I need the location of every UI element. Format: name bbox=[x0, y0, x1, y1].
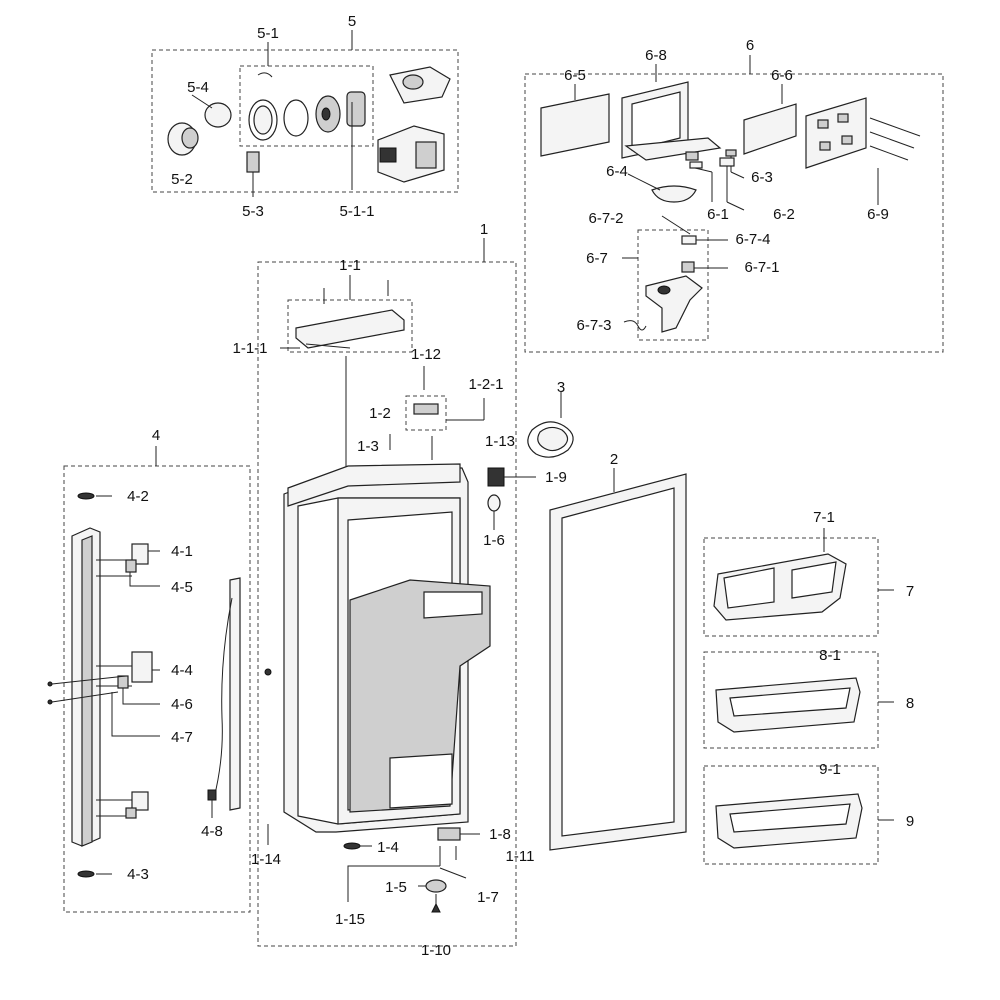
label-4-4: 4-4 bbox=[171, 662, 193, 679]
label-5-1-1: 5-1-1 bbox=[339, 203, 374, 220]
label-6-9: 6-9 bbox=[867, 206, 889, 223]
label-6-2: 6-2 bbox=[773, 206, 795, 223]
label-1-3: 1-3 bbox=[357, 438, 379, 455]
label-3: 3 bbox=[557, 379, 565, 396]
label-6-7-3: 6-7-3 bbox=[576, 317, 611, 334]
label-9-1: 9-1 bbox=[819, 761, 841, 778]
label-1-7: 1-7 bbox=[477, 889, 499, 906]
label-1-11: 1-11 bbox=[506, 848, 535, 865]
label-1-6: 1-6 bbox=[483, 532, 505, 549]
group-5-ice-maker-motor bbox=[151, 30, 459, 197]
label-1-2-1: 1-2-1 bbox=[468, 376, 503, 393]
label-6-7-1: 6-7-1 bbox=[744, 259, 779, 276]
label-6-3: 6-3 bbox=[751, 169, 773, 186]
label-1-4: 1-4 bbox=[377, 839, 399, 856]
label-6-4: 6-4 bbox=[606, 163, 628, 180]
label-4-8: 4-8 bbox=[201, 823, 223, 840]
label-1-8: 1-8 bbox=[489, 826, 511, 843]
label-5-3: 5-3 bbox=[242, 203, 264, 220]
label-4-6: 4-6 bbox=[171, 696, 193, 713]
label-6-7-4: 6-7-4 bbox=[735, 231, 770, 248]
label-4-1: 4-1 bbox=[171, 543, 193, 560]
label-1-14: 1-14 bbox=[251, 851, 281, 868]
group-7-door-bin bbox=[703, 528, 894, 637]
label-1-2: 1-2 bbox=[369, 405, 391, 422]
label-4-7: 4-7 bbox=[171, 729, 193, 746]
part-2-door-gasket bbox=[549, 468, 687, 851]
label-1-1-1: 1-1-1 bbox=[232, 340, 267, 357]
label-6-5: 6-5 bbox=[564, 67, 586, 84]
label-8: 8 bbox=[906, 695, 914, 712]
label-6-1: 6-1 bbox=[707, 206, 729, 223]
label-5: 5 bbox=[348, 13, 356, 30]
label-6-7-2: 6-7-2 bbox=[588, 210, 623, 227]
group-8-door-shelf bbox=[703, 651, 894, 749]
label-6-6: 6-6 bbox=[771, 67, 793, 84]
label-1-9: 1-9 bbox=[545, 469, 567, 486]
label-5-4: 5-4 bbox=[187, 79, 209, 96]
group-9-door-shelf bbox=[703, 765, 894, 865]
part-3-seal-ring bbox=[527, 392, 574, 458]
label-5-2: 5-2 bbox=[171, 171, 193, 188]
group-6-dispenser-panel bbox=[524, 55, 944, 353]
label-4: 4 bbox=[152, 427, 160, 444]
label-1-5: 1-5 bbox=[385, 879, 407, 896]
label-1: 1 bbox=[480, 221, 488, 238]
label-9: 9 bbox=[906, 813, 914, 830]
group-4-handle-assembly bbox=[47, 446, 251, 913]
label-6: 6 bbox=[746, 37, 754, 54]
label-6-8: 6-8 bbox=[645, 47, 667, 64]
label-5-1: 5-1 bbox=[257, 25, 279, 42]
label-7-1: 7-1 bbox=[813, 509, 835, 526]
label-7: 7 bbox=[906, 583, 914, 600]
label-4-2: 4-2 bbox=[127, 488, 149, 505]
label-1-13: 1-13 bbox=[485, 433, 515, 450]
label-1-10: 1-10 bbox=[421, 942, 451, 959]
label-6-7: 6-7 bbox=[586, 250, 608, 267]
callout-labels: 5 5-1 5-4 5-2 5-3 5-1-1 6 6-8 6-5 6-6 6-… bbox=[127, 13, 914, 959]
label-4-5: 4-5 bbox=[171, 579, 193, 596]
label-1-12: 1-12 bbox=[411, 346, 441, 363]
label-2: 2 bbox=[610, 451, 618, 468]
label-1-15: 1-15 bbox=[335, 911, 365, 928]
group-1-door-assembly bbox=[257, 238, 536, 947]
label-4-3: 4-3 bbox=[127, 866, 149, 883]
label-8-1: 8-1 bbox=[819, 647, 841, 664]
label-1-1: 1-1 bbox=[339, 257, 361, 274]
